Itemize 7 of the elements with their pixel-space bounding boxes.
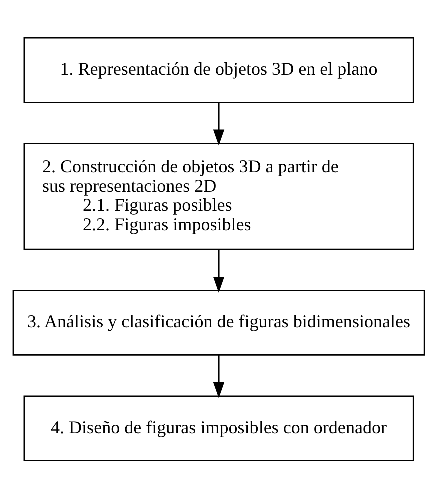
arrow [213, 250, 225, 293]
node-box: 3. Análisis y clasificación de figuras bidimensionales [12, 290, 426, 356]
arrow [213, 355, 225, 398]
arrow [213, 102, 225, 146]
node-box: 2. Construcción de objetos 3D a partir de sus representaciones 2D 2.1. Figuras posibles 2.2. Figuras imposibles [24, 143, 414, 250]
node-box: 1. Representación de objetos 3D en el plano [24, 38, 414, 104]
node-box: 4. Diseño de figuras imposibles con ordenador [24, 396, 414, 462]
